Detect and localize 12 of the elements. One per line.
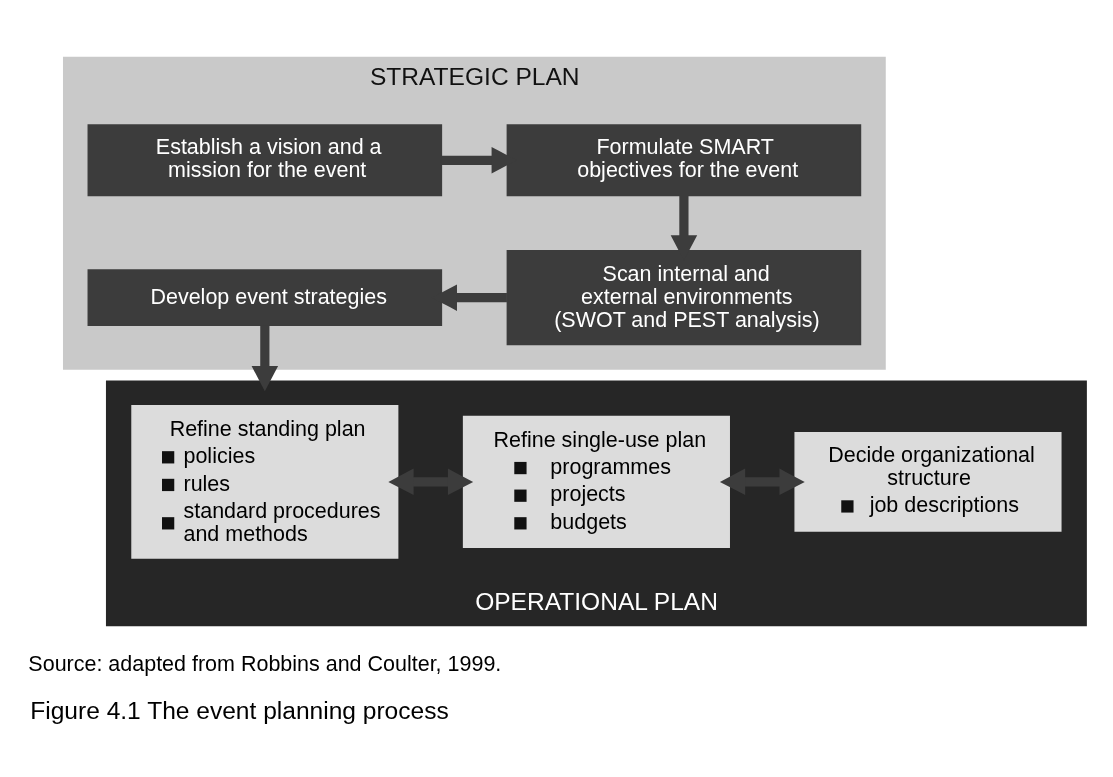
arrow <box>251 325 279 391</box>
arrow <box>388 468 474 495</box>
arrow <box>719 468 805 495</box>
caption: Figure 4.1 The event planning process <box>30 696 449 724</box>
node-box: Decide organizational structure job descriptions <box>794 431 1062 532</box>
label: Source: adapted from Robbins and Coulter, 1999. <box>28 651 502 676</box>
node-box: Develop event strategies <box>87 268 443 326</box>
node-box: Refine standing plan policies rules standard procedures and methods <box>131 404 399 559</box>
node-box: Formulate SMART objectives for the event <box>506 123 862 196</box>
node-box: Establish a vision and a mission for the event <box>87 123 443 196</box>
node-box: Scan internal and external environments (SWOT and PEST analysis) <box>506 249 862 345</box>
node-box: Refine single-use plan programmes projects budgets <box>462 415 730 548</box>
